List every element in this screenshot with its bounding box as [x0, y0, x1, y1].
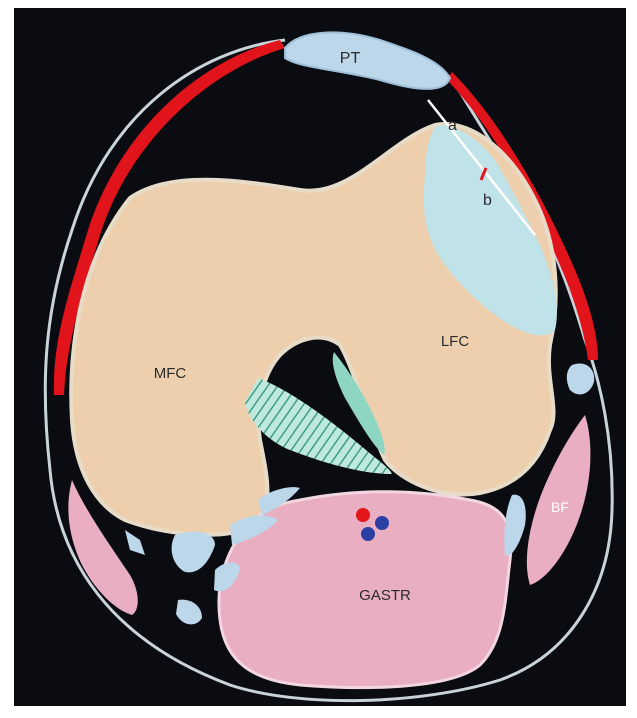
vein-dot-1	[375, 516, 389, 530]
label-a: a	[448, 117, 457, 134]
label-pt: PT	[340, 50, 361, 67]
label-b: b	[483, 192, 492, 209]
label-mfc: MFC	[154, 365, 187, 382]
vein-dot-2	[361, 527, 375, 541]
label-gastr: GASTR	[359, 587, 411, 604]
label-bf: BF	[551, 499, 569, 515]
label-lfc: LFC	[441, 333, 470, 350]
artery-dot	[356, 508, 370, 522]
